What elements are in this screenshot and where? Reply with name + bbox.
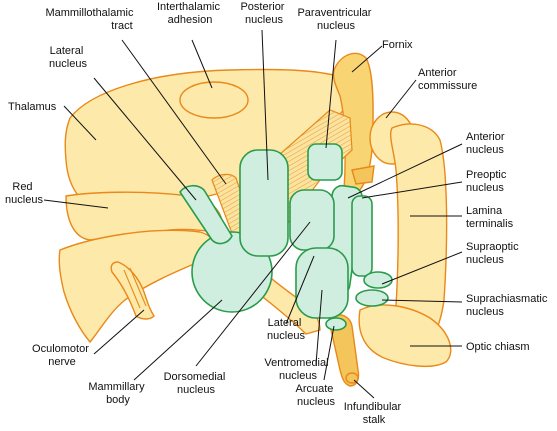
labels: Mammillothalamic tract Interthalamic adh…	[5, 1, 550, 426]
leader-infundibular	[353, 379, 375, 399]
label-mammillary-body: Mammillary body	[88, 381, 147, 406]
leader-red-nucleus	[43, 199, 109, 209]
arcuate-nucleus-shape	[325, 317, 347, 331]
leader-mammillothalamic	[121, 39, 227, 185]
label-dorsomedial-nucleus: Dorsomedial nucleus	[164, 371, 229, 396]
leader-anterior-commissure	[385, 79, 417, 119]
label-suprachiasmatic-nucleus: Suprachiasmatic nucleus	[466, 293, 550, 318]
leader-arcuate	[323, 325, 335, 381]
dorsomedial-nucleus-shape	[289, 189, 335, 251]
label-mammillothalamic-tract: Mammillothalamic tract	[45, 7, 136, 32]
leader-lateral-bottom	[285, 255, 315, 325]
anatomy-drawing	[58, 52, 452, 387]
leader-lateral-top	[93, 77, 197, 201]
label-thalamus: Thalamus	[8, 101, 57, 113]
lateral-nucleus-top-shape	[179, 184, 233, 245]
label-optic-chiasm: Optic chiasm	[466, 341, 530, 353]
label-infundibular-stalk: Infundibular stalk	[344, 401, 405, 426]
label-lateral-nucleus-bottom: Lateral nucleus	[267, 317, 305, 342]
label-interthalamic-adhesion: Interthalamic adhesion	[157, 1, 223, 26]
posterior-nucleus-shape	[239, 149, 289, 257]
leader-dorsomedial	[195, 221, 311, 367]
label-ventromedial-nucleus: Ventromedial nucleus	[264, 357, 331, 382]
leader-posterior	[261, 29, 269, 181]
label-posterior-nucleus: Posterior nucleus	[240, 1, 287, 26]
leader-fornix	[351, 45, 383, 73]
label-oculomotor-nerve: Oculomotor nerve	[32, 343, 92, 368]
suprachiasmatic-nucleus-shape	[355, 289, 389, 307]
leader-interthalamic	[191, 39, 213, 89]
leader-preoptic	[361, 181, 463, 199]
interthalamic-adhesion-shape	[179, 81, 249, 119]
paraventricular-nucleus-shape	[307, 143, 343, 181]
label-lamina-terminalis: Lamina terminalis	[466, 205, 514, 230]
ventromedial-nucleus-shape	[295, 247, 349, 319]
label-red-nucleus: Red nucleus	[5, 181, 43, 206]
leader-lines	[43, 29, 463, 399]
leader-thalamus	[63, 105, 97, 141]
leader-anterior-nucleus	[347, 143, 463, 199]
label-anterior-commissure: Anterior commissure	[418, 67, 477, 92]
leader-paraventricular	[325, 39, 337, 149]
label-fornix: Fornix	[382, 39, 413, 51]
label-paraventricular-nucleus: Paraventricular nucleus	[297, 7, 374, 32]
leader-supraoptic	[381, 251, 463, 285]
leader-ventromedial	[315, 289, 323, 365]
label-anterior-nucleus: Anterior nucleus	[466, 131, 508, 156]
leader-oculomotor	[93, 309, 145, 355]
supraoptic-nucleus-shape	[363, 271, 393, 289]
leader-mammillary	[133, 299, 223, 381]
label-supraoptic-nucleus: Supraoptic nucleus	[466, 241, 522, 266]
label-lateral-nucleus-top: Lateral nucleus	[49, 45, 87, 70]
label-arcuate-nucleus: Arcuate nucleus	[296, 383, 337, 408]
preoptic-nucleus-shape	[351, 195, 373, 277]
leader-suprachiasmatic	[381, 299, 463, 303]
label-preoptic-nucleus: Preoptic nucleus	[466, 169, 509, 194]
optic-chiasm-shape	[358, 304, 452, 367]
